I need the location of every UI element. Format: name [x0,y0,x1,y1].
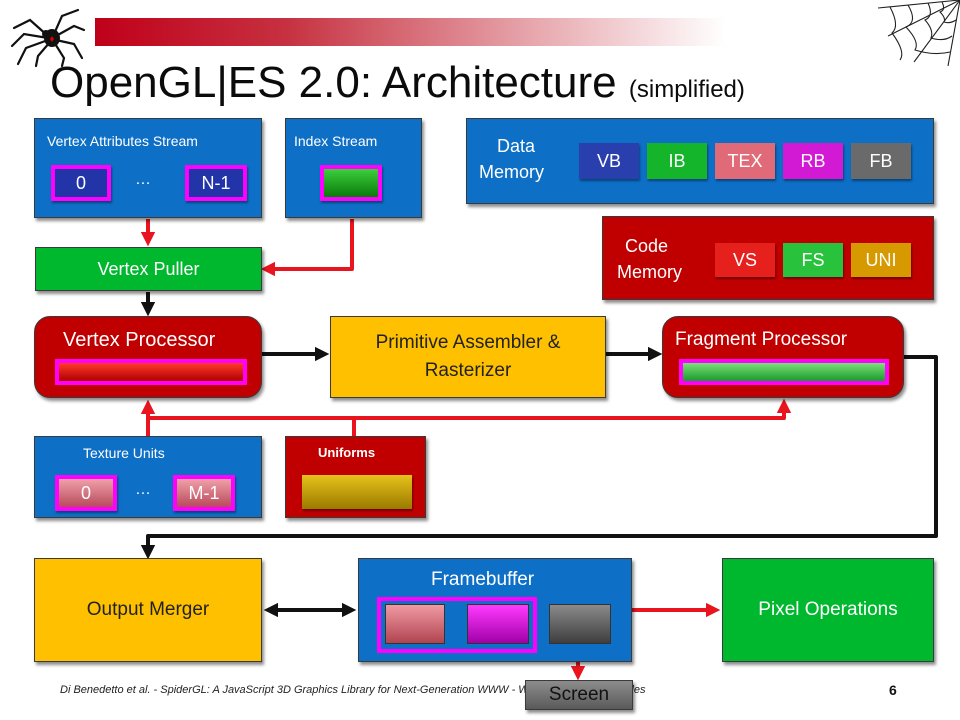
texture-ellipsis: … [135,481,151,498]
spider-icon [10,8,86,68]
vertex-attributes-label: Vertex Attributes Stream [47,133,198,149]
vertex-processor-label: Vertex Processor [63,329,216,351]
uniforms-label: Uniforms [318,445,376,460]
fragment-shader-slot [679,359,889,385]
title-sub: (simplified) [628,76,745,103]
uniforms: Uniforms [285,436,426,518]
code-memory: Code Memory VS FS UNI [602,216,934,300]
code-chip-fs: FS [783,243,843,277]
primitive-assembler-rasterizer: Primitive Assembler & Rasterizer [330,316,606,398]
memory-chip-rb: RB [783,143,843,179]
vertex-attributes-stream: Vertex Attributes Stream 0 … N-1 [34,118,262,218]
data-memory: Data Memory VB IB TEX RB FB [466,118,934,204]
fragment-processor: Fragment Processor [662,316,904,398]
stencil-buffer [549,604,611,644]
color-buffer [385,604,445,644]
code-chip-vs: VS [715,243,775,277]
title-main: OpenGL|ES 2.0: Architecture [50,58,617,107]
output-merger: Output Merger [34,558,262,662]
texture-unit-first: 0 [55,475,117,511]
code-memory-label: Code Memory [617,236,683,282]
memory-chip-fb: FB [851,143,911,179]
page-title: OpenGL|ES 2.0: Architecture (simplified) [50,58,745,108]
memory-chip-tex: TEX [715,143,775,179]
arrow-index-to-puller [260,219,354,277]
memory-chip-ib: IB [647,143,707,179]
vertex-processor: Vertex Processor [34,316,262,398]
screen: Screen [525,680,633,710]
index-stream: Index Stream [285,118,422,218]
page-number: 6 [889,682,897,698]
output-merger-label: Output Merger [86,599,210,620]
pixel-operations-label: Pixel Operations [758,599,898,620]
assembler-label-line2: Rasterizer [424,360,512,381]
vertex-puller-label: Vertex Puller [97,258,200,279]
uniforms-slot [302,475,412,509]
arrow-fragment-to-merger [140,355,938,560]
assembler-label-line1: Primitive Assembler & [375,332,561,353]
code-chip-uni: UNI [851,243,911,277]
attribute-slot-last: N-1 [185,165,247,201]
screen-label: Screen [548,684,610,705]
bus-textures-uniforms [146,398,792,436]
framebuffer-attachments [377,597,537,653]
index-buffer-slot [320,165,382,201]
memory-chip-vb: VB [579,143,639,179]
texture-unit-last: M-1 [173,475,235,511]
spiderweb-icon [878,0,960,66]
framebuffer-label: Framebuffer [431,569,535,590]
vertex-puller: Vertex Puller [35,247,262,291]
depth-buffer [467,604,529,644]
attribute-ellipsis: … [135,171,151,188]
framebuffer: Framebuffer [358,558,632,662]
footer-citation: Di Benedetto et al. - SpiderGL: A JavaSc… [60,684,646,696]
title-bar [95,18,725,46]
index-stream-label: Index Stream [294,133,378,149]
vertex-shader-slot [55,359,247,385]
texture-units-label: Texture Units [83,445,165,461]
pixel-operations: Pixel Operations [722,558,934,662]
texture-units: Texture Units 0 … M-1 [34,436,262,518]
fragment-processor-label: Fragment Processor [675,329,848,350]
data-memory-label: Data Memory [479,136,545,182]
attribute-slot-first: 0 [51,165,111,201]
